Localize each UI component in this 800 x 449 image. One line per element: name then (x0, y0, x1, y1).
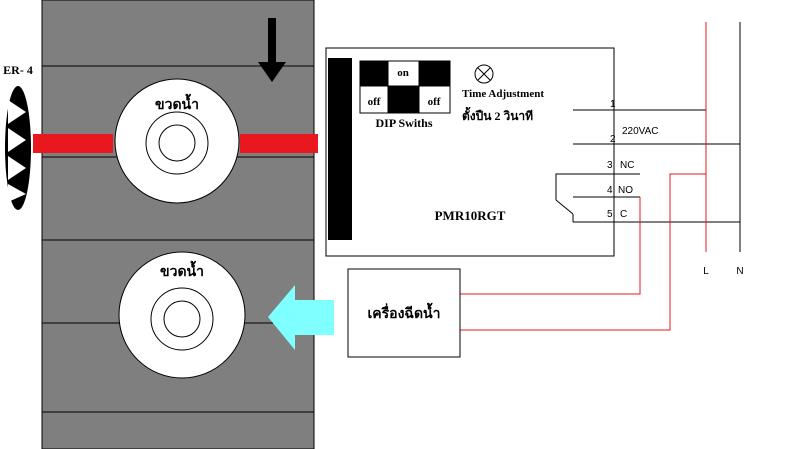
bottle-top: ขวดน้ำ (114, 78, 240, 204)
terminal-1-number: 1 (610, 99, 616, 110)
time-adjustment-knob-icon (474, 64, 494, 84)
sensor-beam-left (33, 134, 113, 153)
dip-off-right-label: off (428, 96, 441, 108)
controller-model: PMR10RGT (435, 208, 506, 223)
dip-off-left-label: off (368, 96, 381, 108)
dip-switches: on off off (359, 60, 451, 114)
terminal-5-name: C (620, 209, 627, 220)
controller-side-bar (328, 58, 352, 240)
sensor-label: ER- 4 (3, 63, 33, 77)
terminal-4-name: NO (618, 185, 633, 196)
dip-caption: DIP Swiths (375, 116, 432, 130)
dip-on-label: on (397, 67, 409, 79)
terminal-4-number: 4 (607, 185, 613, 196)
terminal-lines (573, 109, 740, 223)
sensor-beam-right (240, 134, 318, 153)
supply-voltage-label: 220VAC (622, 126, 659, 137)
terminal-5-number: 5 (607, 209, 613, 220)
spray-machine-label: เครื่องฉีดน้ำ (368, 302, 441, 322)
bottle-bottom-label: ขวดน้ำ (160, 260, 204, 280)
time-adjustment-label: Time Adjustment (462, 88, 544, 100)
terminal-2-number: 2 (610, 134, 616, 145)
spray-direction-arrow-icon (268, 285, 334, 350)
neutral-label: N (736, 266, 743, 277)
conveyor-direction-arrow-icon (258, 18, 286, 82)
relay-contact-icon (555, 173, 574, 222)
sensor-er4-icon (5, 86, 31, 210)
wire-no-to-machine (460, 197, 641, 295)
terminal-3-name: NC (620, 160, 634, 171)
bottle-bottom: ขวดน้ำ (118, 251, 246, 379)
terminal-3-number: 3 (607, 160, 613, 171)
line-label: L (703, 266, 709, 277)
bottle-top-label: ขวดน้ำ (155, 93, 199, 113)
delay-setting-label: ตั้งปืน 2 วินาที (462, 106, 533, 123)
wire-l-to-machine (460, 173, 706, 331)
spray-machine-box (347, 268, 461, 358)
